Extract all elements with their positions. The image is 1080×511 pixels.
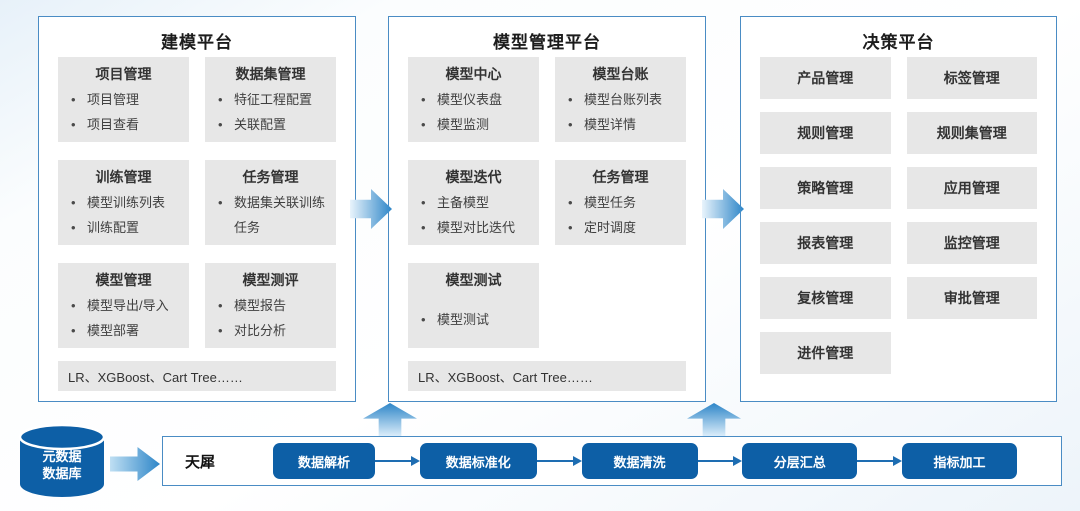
list-item: 数据集关联训练任务 (205, 190, 336, 240)
arrow-modeling-to-management-icon (350, 189, 392, 229)
data-pipeline-box: 天犀 数据解析 数据标准化 数据清洗 分层汇总 指标加工 (162, 436, 1062, 486)
section-items: 项目管理 项目查看 (58, 87, 189, 137)
db-label: 元数据 数据库 (16, 448, 108, 482)
list-item: 特征工程配置 (205, 87, 336, 112)
section-dataset-mgmt: 数据集管理 特征工程配置 关联配置 (205, 57, 336, 142)
section-title: 模型测试 (445, 272, 502, 288)
list-item: 模型测试 (408, 307, 539, 332)
section-model-test: 模型测试 模型测试 (408, 263, 539, 348)
algorithms-bar: LR、XGBoost、Cart Tree…… (58, 361, 336, 391)
box-strategy-mgmt: 策略管理 (760, 167, 891, 209)
flow-arrow-icon (698, 456, 743, 466)
panel-model-management-platform: 模型管理平台 模型中心 模型仪表盘 模型监测 模型台账 模型台账列表 模型详情 … (388, 16, 706, 402)
algorithms-bar: LR、XGBoost、Cart Tree…… (408, 361, 686, 391)
section-items: 模型仪表盘 模型监测 (408, 87, 539, 137)
section-title: 模型管理 (95, 272, 152, 288)
list-item: 项目查看 (58, 112, 189, 137)
list-item: 定时调度 (555, 215, 686, 240)
box-approval-mgmt: 审批管理 (906, 277, 1037, 319)
list-item: 模型监测 (408, 112, 539, 137)
section-title: 模型中心 (445, 66, 502, 82)
panel-modeling-platform: 建模平台 项目管理 项目管理 项目查看 数据集管理 特征工程配置 关联配置 训练… (38, 16, 356, 402)
section-training-mgmt: 训练管理 模型训练列表 训练配置 (58, 160, 189, 245)
section-title: 模型测评 (242, 272, 299, 288)
section-project-mgmt: 项目管理 项目管理 项目查看 (58, 57, 189, 142)
list-item: 模型部署 (58, 318, 189, 343)
box-intake-mgmt: 进件管理 (760, 332, 891, 374)
flow-arrow-icon (375, 456, 420, 466)
section-task-mgmt: 任务管理 模型任务 定时调度 (555, 160, 686, 245)
section-title: 项目管理 (95, 66, 152, 82)
box-ruleset-mgmt: 规则集管理 (906, 112, 1037, 154)
section-items: 数据集关联训练任务 (205, 190, 336, 240)
step-layered-aggregation: 分层汇总 (742, 443, 858, 479)
section-items: 模型台账列表 模型详情 (555, 87, 686, 137)
flow-arrow-icon (857, 456, 902, 466)
arrow-pipeline-up-left-icon (363, 403, 417, 437)
model-management-platform-title: 模型管理平台 (493, 33, 601, 52)
list-item: 模型报告 (205, 293, 336, 318)
section-items: 模型导出/导入 模型部署 (58, 293, 189, 343)
decision-boxes: 产品管理 标签管理 规则管理 规则集管理 策略管理 应用管理 报表管理 监控管理… (741, 57, 1056, 374)
step-data-standardization: 数据标准化 (419, 443, 537, 479)
section-items: 模型测试 (408, 307, 539, 332)
database-icon (18, 424, 106, 497)
box-report-mgmt: 报表管理 (760, 222, 891, 264)
list-item: 模型训练列表 (58, 190, 189, 215)
list-item: 模型导出/导入 (58, 293, 189, 318)
modeling-sections: 项目管理 项目管理 项目查看 数据集管理 特征工程配置 关联配置 训练管理 模型… (39, 57, 355, 348)
arrow-db-to-pipeline-icon (110, 447, 160, 481)
db-label-line2: 数据库 (42, 466, 82, 481)
section-items: 主备模型 模型对比迭代 (408, 190, 539, 240)
section-title: 任务管理 (242, 169, 299, 185)
section-title: 任务管理 (592, 169, 649, 185)
arrow-pipeline-up-right-icon (687, 403, 741, 437)
arrow-management-to-decision-icon (702, 189, 744, 229)
metadata-db-cylinder: 元数据 数据库 (16, 424, 108, 498)
list-item: 主备模型 (408, 190, 539, 215)
section-title: 训练管理 (95, 169, 152, 185)
box-review-mgmt: 复核管理 (760, 277, 891, 319)
box-label-mgmt: 标签管理 (906, 57, 1037, 99)
section-items: 模型训练列表 训练配置 (58, 190, 189, 240)
db-label-line1: 元数据 (42, 449, 82, 464)
engine-name: 天犀 (185, 453, 216, 471)
section-title: 数据集管理 (235, 66, 306, 82)
panel-decision-platform: 决策平台 产品管理 标签管理 规则管理 规则集管理 策略管理 应用管理 报表管理… (740, 16, 1057, 402)
box-product-mgmt: 产品管理 (760, 57, 891, 99)
box-monitor-mgmt: 监控管理 (906, 222, 1037, 264)
section-model-eval: 模型测评 模型报告 对比分析 (205, 263, 336, 348)
section-model-mgmt: 模型管理 模型导出/导入 模型部署 (58, 263, 189, 348)
section-model-center: 模型中心 模型仪表盘 模型监测 (408, 57, 539, 142)
list-item: 模型任务 (555, 190, 686, 215)
model-management-sections: 模型中心 模型仪表盘 模型监测 模型台账 模型台账列表 模型详情 模型迭代 主备… (389, 57, 705, 348)
list-item: 模型仪表盘 (408, 87, 539, 112)
list-item: 模型详情 (555, 112, 686, 137)
list-item: 对比分析 (205, 318, 336, 343)
section-title: 模型台账 (592, 66, 649, 82)
section-task-mgmt: 任务管理 数据集关联训练任务 (205, 160, 336, 245)
section-title: 模型迭代 (445, 169, 502, 185)
step-indicator-processing: 指标加工 (902, 443, 1017, 479)
box-app-mgmt: 应用管理 (906, 167, 1037, 209)
section-items: 模型任务 定时调度 (555, 190, 686, 240)
list-item: 模型台账列表 (555, 87, 686, 112)
list-item: 关联配置 (205, 112, 336, 137)
list-item: 项目管理 (58, 87, 189, 112)
section-model-iteration: 模型迭代 主备模型 模型对比迭代 (408, 160, 539, 245)
section-items: 模型报告 对比分析 (205, 293, 336, 343)
step-data-cleaning: 数据清洗 (581, 443, 698, 479)
section-model-ledger: 模型台账 模型台账列表 模型详情 (555, 57, 686, 142)
box-rule-mgmt: 规则管理 (760, 112, 891, 154)
list-item: 模型对比迭代 (408, 215, 539, 240)
section-items: 特征工程配置 关联配置 (205, 87, 336, 137)
modeling-platform-title: 建模平台 (161, 33, 233, 52)
step-data-parsing: 数据解析 (273, 443, 375, 479)
flow-arrow-icon (537, 456, 582, 466)
list-item: 训练配置 (58, 215, 189, 240)
decision-platform-title: 决策平台 (862, 33, 935, 52)
